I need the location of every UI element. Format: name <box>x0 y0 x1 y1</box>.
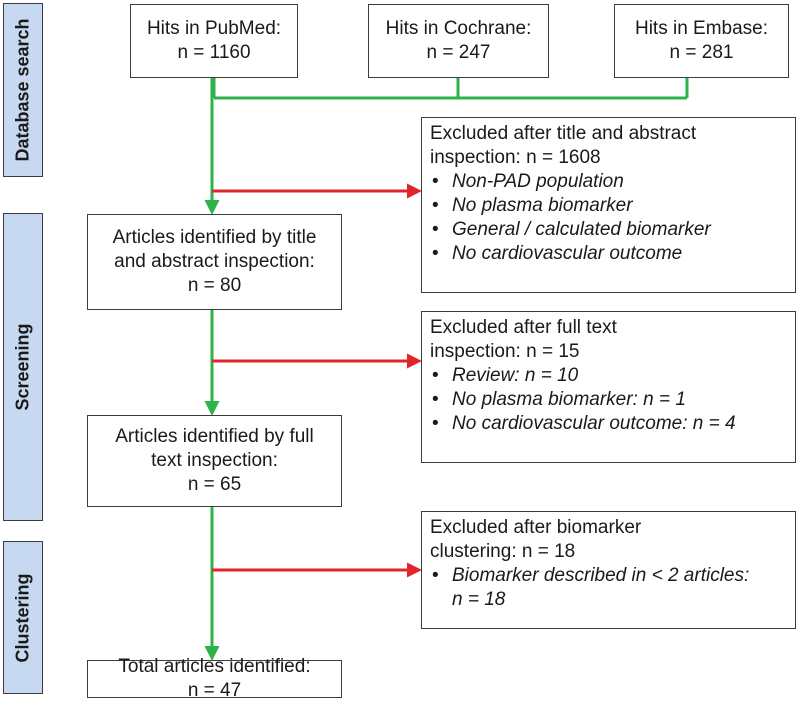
exclusion-arrows <box>212 183 422 578</box>
source-count: n = 247 <box>426 42 491 63</box>
stage-label-clustering: Clustering <box>12 572 33 663</box>
exclusion-reason: No cardiovascular outcome <box>430 242 789 266</box>
exclusion-reason: No plasma biomarker <box>430 194 789 218</box>
exclusion-heading: inspection: n = 1608 <box>430 147 601 168</box>
identified-count: n = 65 <box>187 474 242 495</box>
identified-box-full-text: Articles identified by full text inspect… <box>87 415 342 507</box>
identified-line: and abstract inspection: <box>114 251 315 272</box>
stage-screening: Screening <box>3 213 43 521</box>
exclusion-reason-list: Biomarker described in < 2 articles: n =… <box>430 564 789 612</box>
stage-label-database-search: Database search <box>12 18 33 162</box>
exclusion-reason: No plasma biomarker: n = 1 <box>430 388 789 412</box>
exclusion-reason: General / calculated biomarker <box>430 218 789 242</box>
database-merge-lines <box>212 77 689 100</box>
stage-database-search: Database search <box>3 3 43 177</box>
source-box-embase: Hits in Embase: n = 281 <box>614 4 789 78</box>
exclusion-reason-list: Non-PAD population No plasma biomarker G… <box>430 170 789 266</box>
identified-line: Total articles identified: <box>118 656 311 677</box>
exclusion-box-full-text: Excluded after full text inspection: n =… <box>421 311 796 463</box>
source-box-pubmed: Hits in PubMed: n = 1160 <box>130 4 298 78</box>
stage-label-screening: Screening <box>12 323 33 411</box>
exclusion-reason: Biomarker described in < 2 articles: n =… <box>430 564 789 612</box>
source-count: n = 1160 <box>177 42 251 63</box>
exclusion-reason: No cardiovascular outcome: n = 4 <box>430 412 789 436</box>
exclusion-reason: Non-PAD population <box>430 170 789 194</box>
identified-box-title-abstract: Articles identified by title and abstrac… <box>87 214 342 310</box>
source-title: Hits in Embase: <box>634 18 769 39</box>
exclusion-heading: Excluded after biomarker <box>430 517 642 538</box>
exclusion-heading: clustering: n = 18 <box>430 541 576 562</box>
exclusion-box-title-abstract: Excluded after title and abstract inspec… <box>421 117 796 293</box>
identified-count: n = 47 <box>187 680 242 701</box>
identified-box-total: Total articles identified: n = 47 <box>87 656 342 701</box>
exclusion-box-clustering: Excluded after biomarker clustering: n =… <box>421 511 796 629</box>
identified-line: text inspection: <box>151 450 278 471</box>
stage-clustering: Clustering <box>3 541 43 694</box>
exclusion-reason: Review: n = 10 <box>430 364 789 388</box>
exclusion-heading: Excluded after full text <box>430 317 617 338</box>
exclusion-reason-list: Review: n = 10 No plasma biomarker: n = … <box>430 364 789 436</box>
identified-line: Articles identified by full <box>115 426 314 447</box>
exclusion-heading: inspection: n = 15 <box>430 341 580 362</box>
exclusion-heading: Excluded after title and abstract <box>430 123 697 144</box>
source-title: Hits in PubMed: <box>146 18 282 39</box>
source-count: n = 281 <box>669 42 734 63</box>
identified-line: Articles identified by title <box>112 227 317 248</box>
identified-count: n = 80 <box>187 275 242 296</box>
source-box-cochrane: Hits in Cochrane: n = 247 <box>368 4 549 78</box>
source-title: Hits in Cochrane: <box>385 18 532 39</box>
